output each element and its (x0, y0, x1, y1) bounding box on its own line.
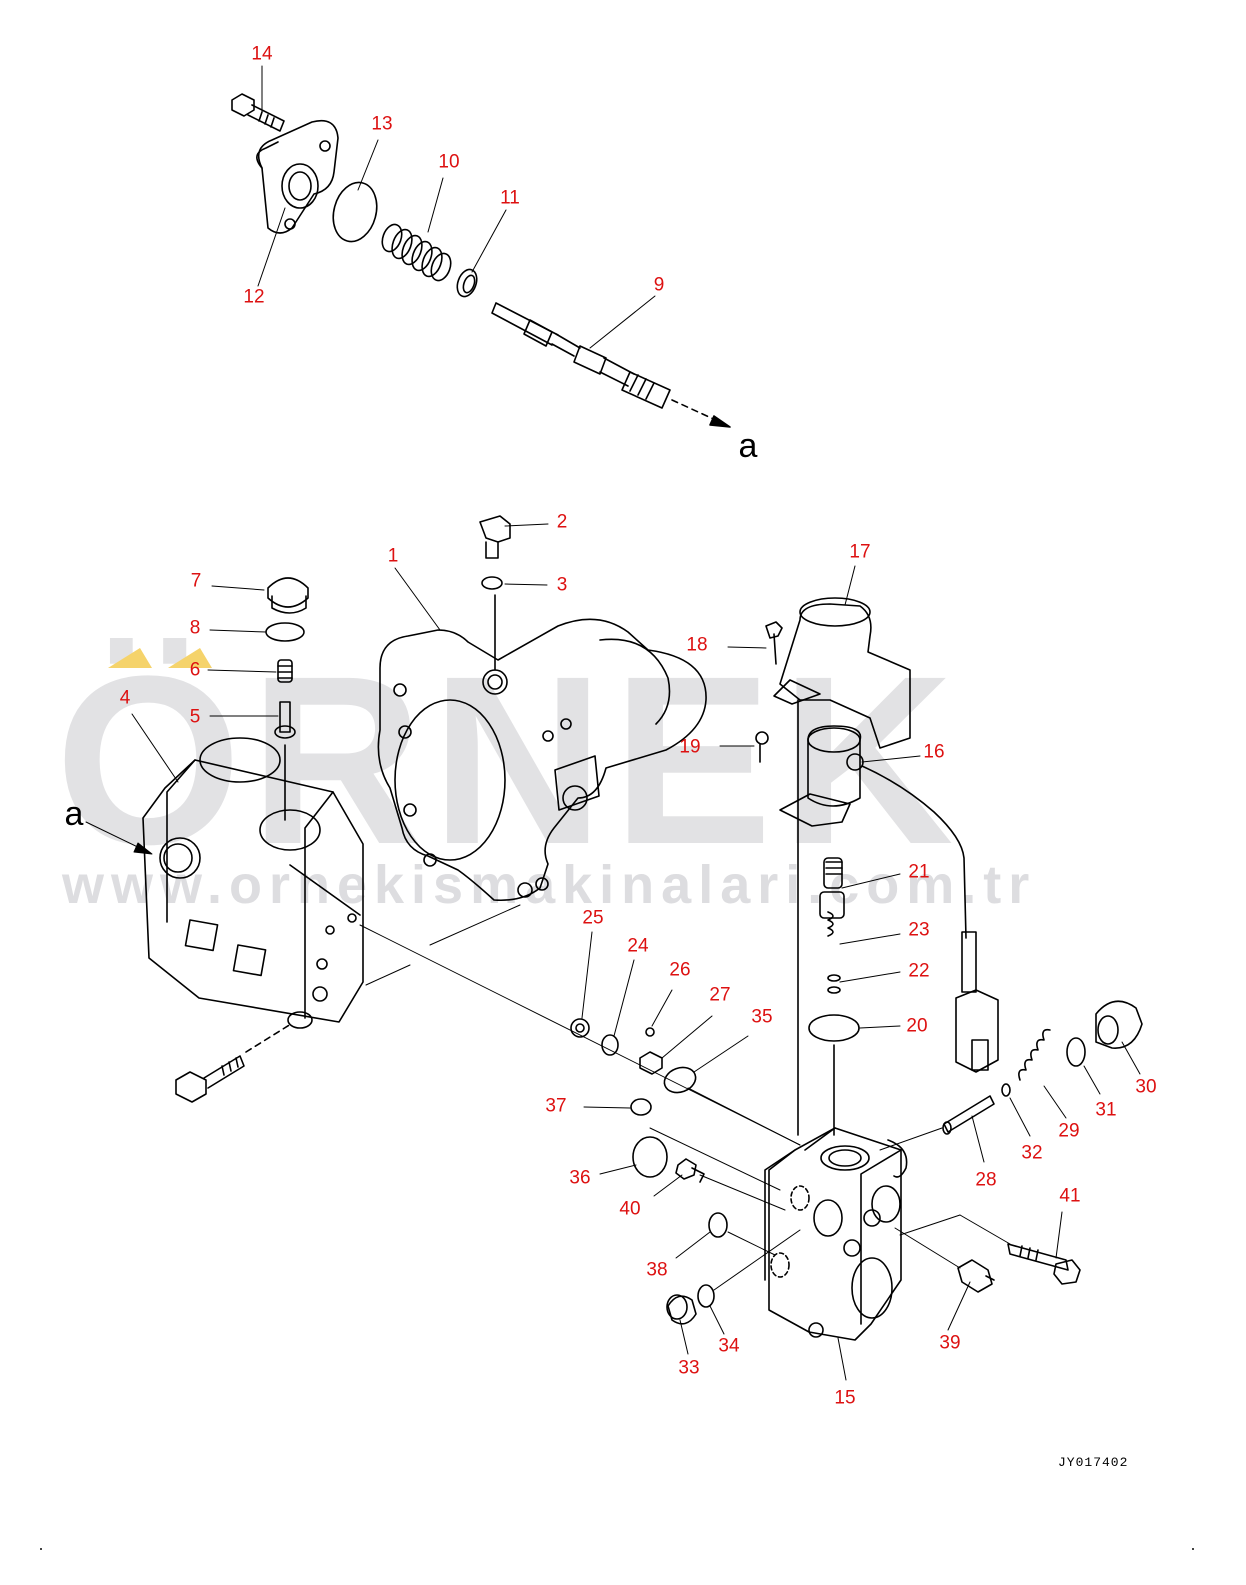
watermark-brand: ÖRNEK (55, 626, 962, 894)
part-37-seal (630, 1098, 652, 1116)
part-label-33: 33 (678, 1357, 700, 1379)
part-label-34: 34 (718, 1335, 740, 1357)
part-8-o-ring (265, 622, 305, 642)
part-29-spring (1018, 1028, 1051, 1081)
part-17-cover (773, 597, 911, 749)
part-label-10: 10 (438, 151, 460, 173)
part-6-spring (277, 659, 293, 683)
part-label-24: 24 (627, 935, 649, 957)
part-label-13: 13 (371, 113, 393, 135)
part-label-32: 32 (1021, 1142, 1043, 1164)
part-label-29: 29 (1058, 1120, 1080, 1142)
part-30-plug (1095, 1000, 1143, 1049)
part-label-30: 30 (1135, 1076, 1157, 1098)
part-label-41: 41 (1059, 1185, 1081, 1207)
corner-mark-right (1192, 1548, 1194, 1550)
part-20-o-ring (808, 1014, 860, 1042)
part-label-20: 20 (906, 1015, 928, 1037)
part-label-11: 11 (500, 187, 520, 209)
part-label-23: 23 (908, 919, 930, 941)
part-3-o-ring (481, 576, 503, 590)
part-36-o-ring (632, 1136, 668, 1178)
assembly-lines (359, 904, 1011, 1291)
part-33-plug (666, 1294, 697, 1325)
part-27-screw (639, 1051, 663, 1075)
part-label-9: 9 (653, 274, 665, 296)
part-label-19: 19 (679, 736, 701, 758)
part-24-seal (601, 1034, 619, 1056)
part-label-21: 21 (908, 861, 930, 883)
part-41-bolt (1007, 1243, 1081, 1285)
part-label-35: 35 (751, 1006, 773, 1028)
part-label-39: 39 (939, 1332, 961, 1354)
part-label-25: 25 (582, 907, 604, 929)
part-32-ring (1001, 1083, 1011, 1097)
part-label-1: 1 (387, 545, 399, 567)
part-4-block (142, 737, 364, 1029)
part-label-7: 7 (190, 570, 202, 592)
corner-mark-left (40, 1548, 42, 1550)
part-22-rings (827, 974, 841, 994)
leader-lines (85, 65, 1141, 1381)
part-label-5: 5 (189, 706, 201, 728)
part-23-spring (827, 911, 834, 937)
part-label-37: 37 (545, 1095, 567, 1117)
part-label-27: 27 (709, 984, 731, 1006)
part-35-o-ring (663, 1066, 697, 1094)
part-26-ball (645, 1027, 655, 1037)
part-label-36: 36 (569, 1167, 591, 1189)
part-25-nut (570, 1018, 590, 1038)
part-label-15: 15 (834, 1387, 856, 1409)
part-label-2: 2 (556, 511, 568, 533)
part-31-o-ring (1066, 1037, 1086, 1067)
part-label-14: 14 (251, 43, 273, 65)
part-label-18: 18 (686, 634, 708, 656)
drawing-code: JY017402 (1058, 1455, 1129, 1470)
part-9-spool (491, 302, 731, 428)
part-label-6: 6 (189, 659, 201, 681)
part-28-pin (942, 1095, 995, 1135)
reference-a-left: a (64, 795, 84, 833)
part-2-plug (479, 515, 511, 559)
part-label-28: 28 (975, 1169, 997, 1191)
part-7-plug (267, 577, 309, 614)
part-1-body (377, 618, 707, 902)
part-5-poppet (274, 701, 296, 739)
part-4-bolt (175, 1023, 292, 1103)
logo-accent-left (108, 648, 152, 668)
part-40-plug (675, 1158, 705, 1183)
reference-a-top: a (738, 427, 758, 465)
part-label-3: 3 (556, 574, 568, 596)
part-13-o-ring (332, 181, 378, 243)
part-15-block (764, 1127, 908, 1341)
part-label-8: 8 (189, 617, 201, 639)
part-14-bolt (231, 93, 285, 132)
watermark-url: www.ornekismakinalari.com.tr (62, 855, 1037, 915)
part-10-spring (381, 223, 452, 282)
part-label-12: 12 (243, 286, 265, 308)
part-21-valve (819, 857, 845, 919)
logo-accent-right (168, 648, 212, 668)
part-label-26: 26 (669, 959, 691, 981)
part-12-cover (256, 119, 339, 234)
part-label-16: 16 (923, 741, 945, 763)
part-label-38: 38 (646, 1259, 668, 1281)
part-label-40: 40 (619, 1198, 641, 1220)
part-18-screw (765, 621, 783, 665)
part-38-seal (708, 1212, 728, 1238)
part-34-seal (697, 1284, 715, 1308)
part-label-4: 4 (119, 687, 131, 709)
part-11-ring (456, 268, 478, 298)
part-label-31: 31 (1095, 1099, 1117, 1121)
part-16-connector (955, 931, 999, 1073)
part-19-screw (755, 731, 769, 763)
part-label-17: 17 (849, 541, 871, 563)
part-39-valve (957, 1259, 995, 1293)
part-label-22: 22 (908, 960, 930, 982)
part-16-solenoid (779, 725, 967, 939)
